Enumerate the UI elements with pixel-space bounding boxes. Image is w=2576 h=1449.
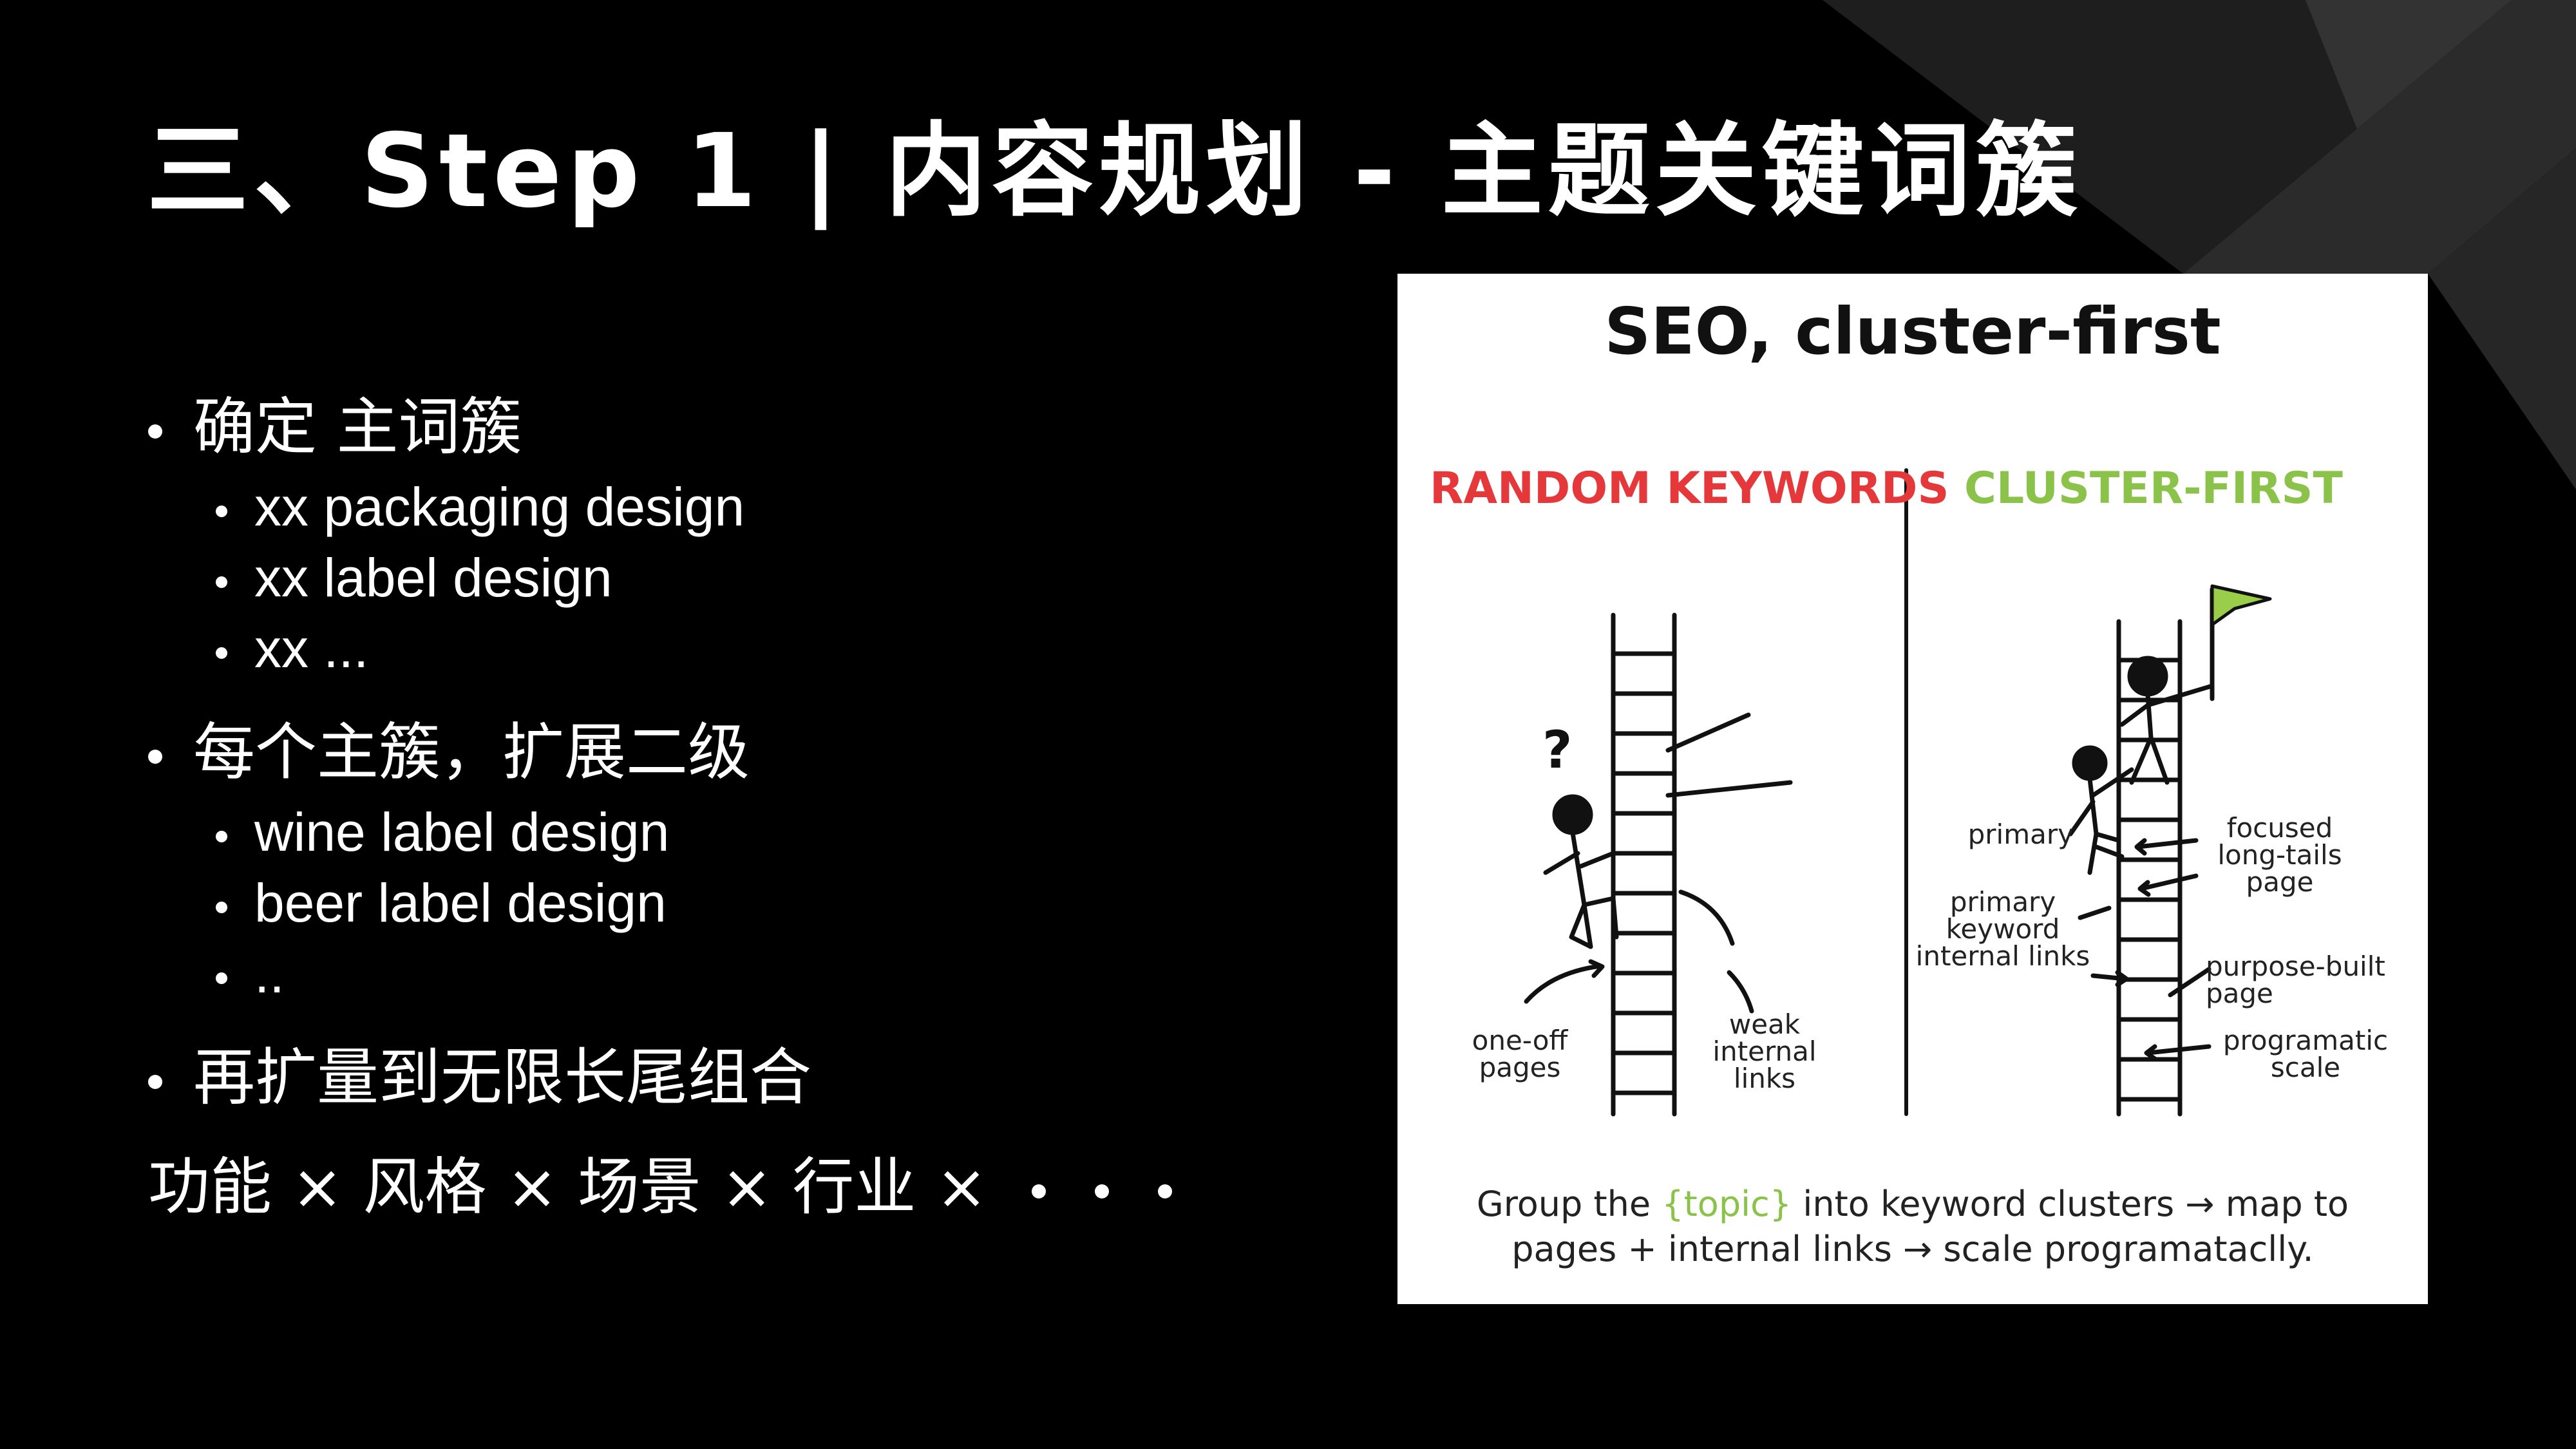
bullet-text: 确定 主词簇 — [193, 391, 522, 463]
bullet-text: 再扩量到无限长尾组合 — [193, 1041, 811, 1113]
bullet-dot — [216, 901, 227, 913]
arrow — [2136, 838, 2199, 849]
bullet-secondary-expansion: 每个主簇，扩展二级 — [148, 721, 750, 783]
focused-long-tails-label: focused long-tails page — [2217, 812, 2342, 898]
illustration-caption: Group the {topic} into keyword clusters … — [1397, 1182, 2428, 1272]
slide-title: 三、Step 1 | 内容规划 - 主题关键词簇 — [147, 112, 2083, 231]
times-sign: × — [721, 1151, 773, 1223]
bullet-dot — [216, 576, 227, 588]
arrow — [2168, 967, 2211, 998]
illustration-title: SEO, cluster-first — [1604, 294, 2221, 369]
arrow — [2094, 844, 2125, 859]
ellipsis-dot — [1031, 1184, 1046, 1198]
sub-bullet: .. — [216, 947, 285, 1001]
broken-link — [1665, 712, 1751, 753]
cluster-first-header: CLUSTER-FIRST — [1964, 463, 2343, 514]
left-ladder-rungs — [1611, 651, 1677, 1095]
sub-bullet-text: xx ... — [254, 618, 369, 679]
purpose-built-label: purpose-built page — [2206, 951, 2385, 1009]
primary-label: primary — [1967, 819, 2074, 850]
bullet-text: 每个主簇，扩展二级 — [193, 716, 750, 788]
arrow — [2139, 873, 2199, 891]
stick-figure-climbing — [2068, 745, 2134, 875]
sub-bullet-text: .. — [254, 943, 285, 1004]
sub-bullet: beer label design — [216, 876, 667, 930]
bullet-long-tail: 再扩量到无限长尾组合 — [148, 1046, 811, 1108]
arrow — [2145, 1044, 2211, 1056]
formula-term: 风格 — [363, 1151, 487, 1223]
seo-cluster-illustration: SEO, cluster-first RANDOM KEYWORDS CLUST… — [1397, 274, 2428, 1304]
arrow — [1524, 963, 1603, 1004]
ellipsis-dot — [1094, 1184, 1109, 1198]
bullet-dot — [216, 830, 227, 842]
bullet-dot — [148, 749, 162, 764]
times-sign: × — [935, 1151, 988, 1223]
formula-term: 功能 — [148, 1151, 272, 1223]
sub-bullet: xx label design — [216, 551, 612, 605]
sub-bullet: xx ... — [216, 621, 368, 676]
stick-figure-top — [2119, 656, 2215, 785]
times-sign: × — [291, 1151, 343, 1223]
sub-bullet: wine label design — [216, 805, 669, 859]
bullet-dot — [216, 647, 227, 659]
primary-keyword-label: primary keyword internal links — [1915, 886, 2090, 972]
sub-bullet-text: wine label design — [254, 802, 670, 862]
ladder-drawing — [1524, 468, 2272, 1117]
formula-term: 场景 — [577, 1151, 701, 1223]
sub-bullet: xx packaging design — [216, 480, 744, 534]
bullet-dot — [148, 1074, 162, 1089]
random-keywords-header: RANDOM KEYWORDS — [1430, 463, 1949, 514]
times-sign: × — [506, 1151, 558, 1223]
combination-formula: 功能 × 风格 × 场景 × 行业 × — [148, 1156, 1197, 1218]
one-off-pages-label: one-off pages — [1472, 1025, 1568, 1083]
sub-bullet-text: beer label design — [254, 873, 667, 933]
stick-figure-confused — [1543, 794, 1619, 949]
arrow — [2090, 973, 2128, 981]
sub-bullet-text: xx packaging design — [254, 477, 745, 537]
arrow — [2078, 905, 2112, 920]
broken-link — [1665, 780, 1793, 798]
caption-topic: {topic} — [1662, 1184, 1792, 1224]
question-mark: ? — [1542, 720, 1573, 780]
sub-bullet-text: xx label design — [254, 547, 612, 608]
formula-term: 行业 — [792, 1151, 916, 1223]
ellipsis-dot — [1157, 1184, 1172, 1198]
bullet-dot — [216, 972, 227, 984]
flag — [2210, 584, 2272, 627]
weak-internal-links-label: weak internal links — [1712, 1009, 1817, 1094]
programatic-scale-label: programatic scale — [2222, 1025, 2389, 1083]
bullet-main-clusters: 确定 主词簇 — [148, 396, 522, 458]
caption-text: Group the — [1476, 1184, 1662, 1224]
arrow — [1727, 970, 1754, 1014]
bullet-dot — [216, 505, 227, 517]
caption-text: into keyword clusters → map to pages + i… — [1511, 1184, 2349, 1270]
bullet-dot — [148, 424, 162, 439]
